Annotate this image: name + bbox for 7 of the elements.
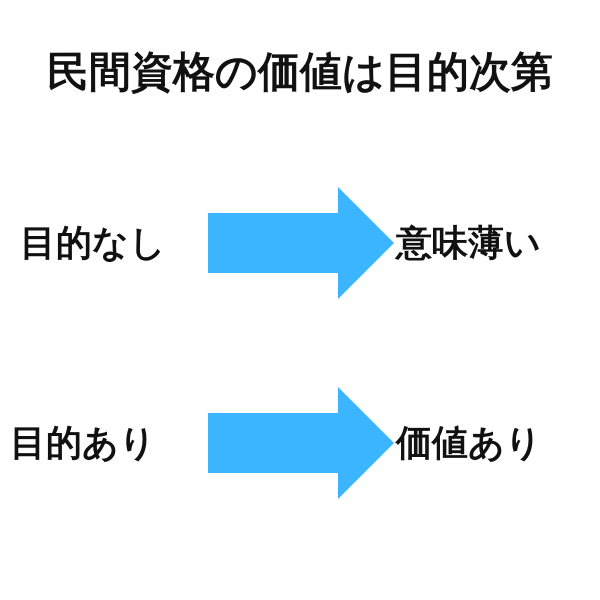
block-arrow: [208, 187, 394, 299]
node-label: 目的あり: [10, 422, 156, 466]
block-arrow: [208, 387, 394, 499]
node-label: 目的なし: [20, 222, 166, 266]
node-label: 価値あり: [396, 422, 542, 466]
node-label: 意味薄い: [396, 222, 541, 266]
title: 民間資格の価値は目的次第: [46, 46, 554, 98]
